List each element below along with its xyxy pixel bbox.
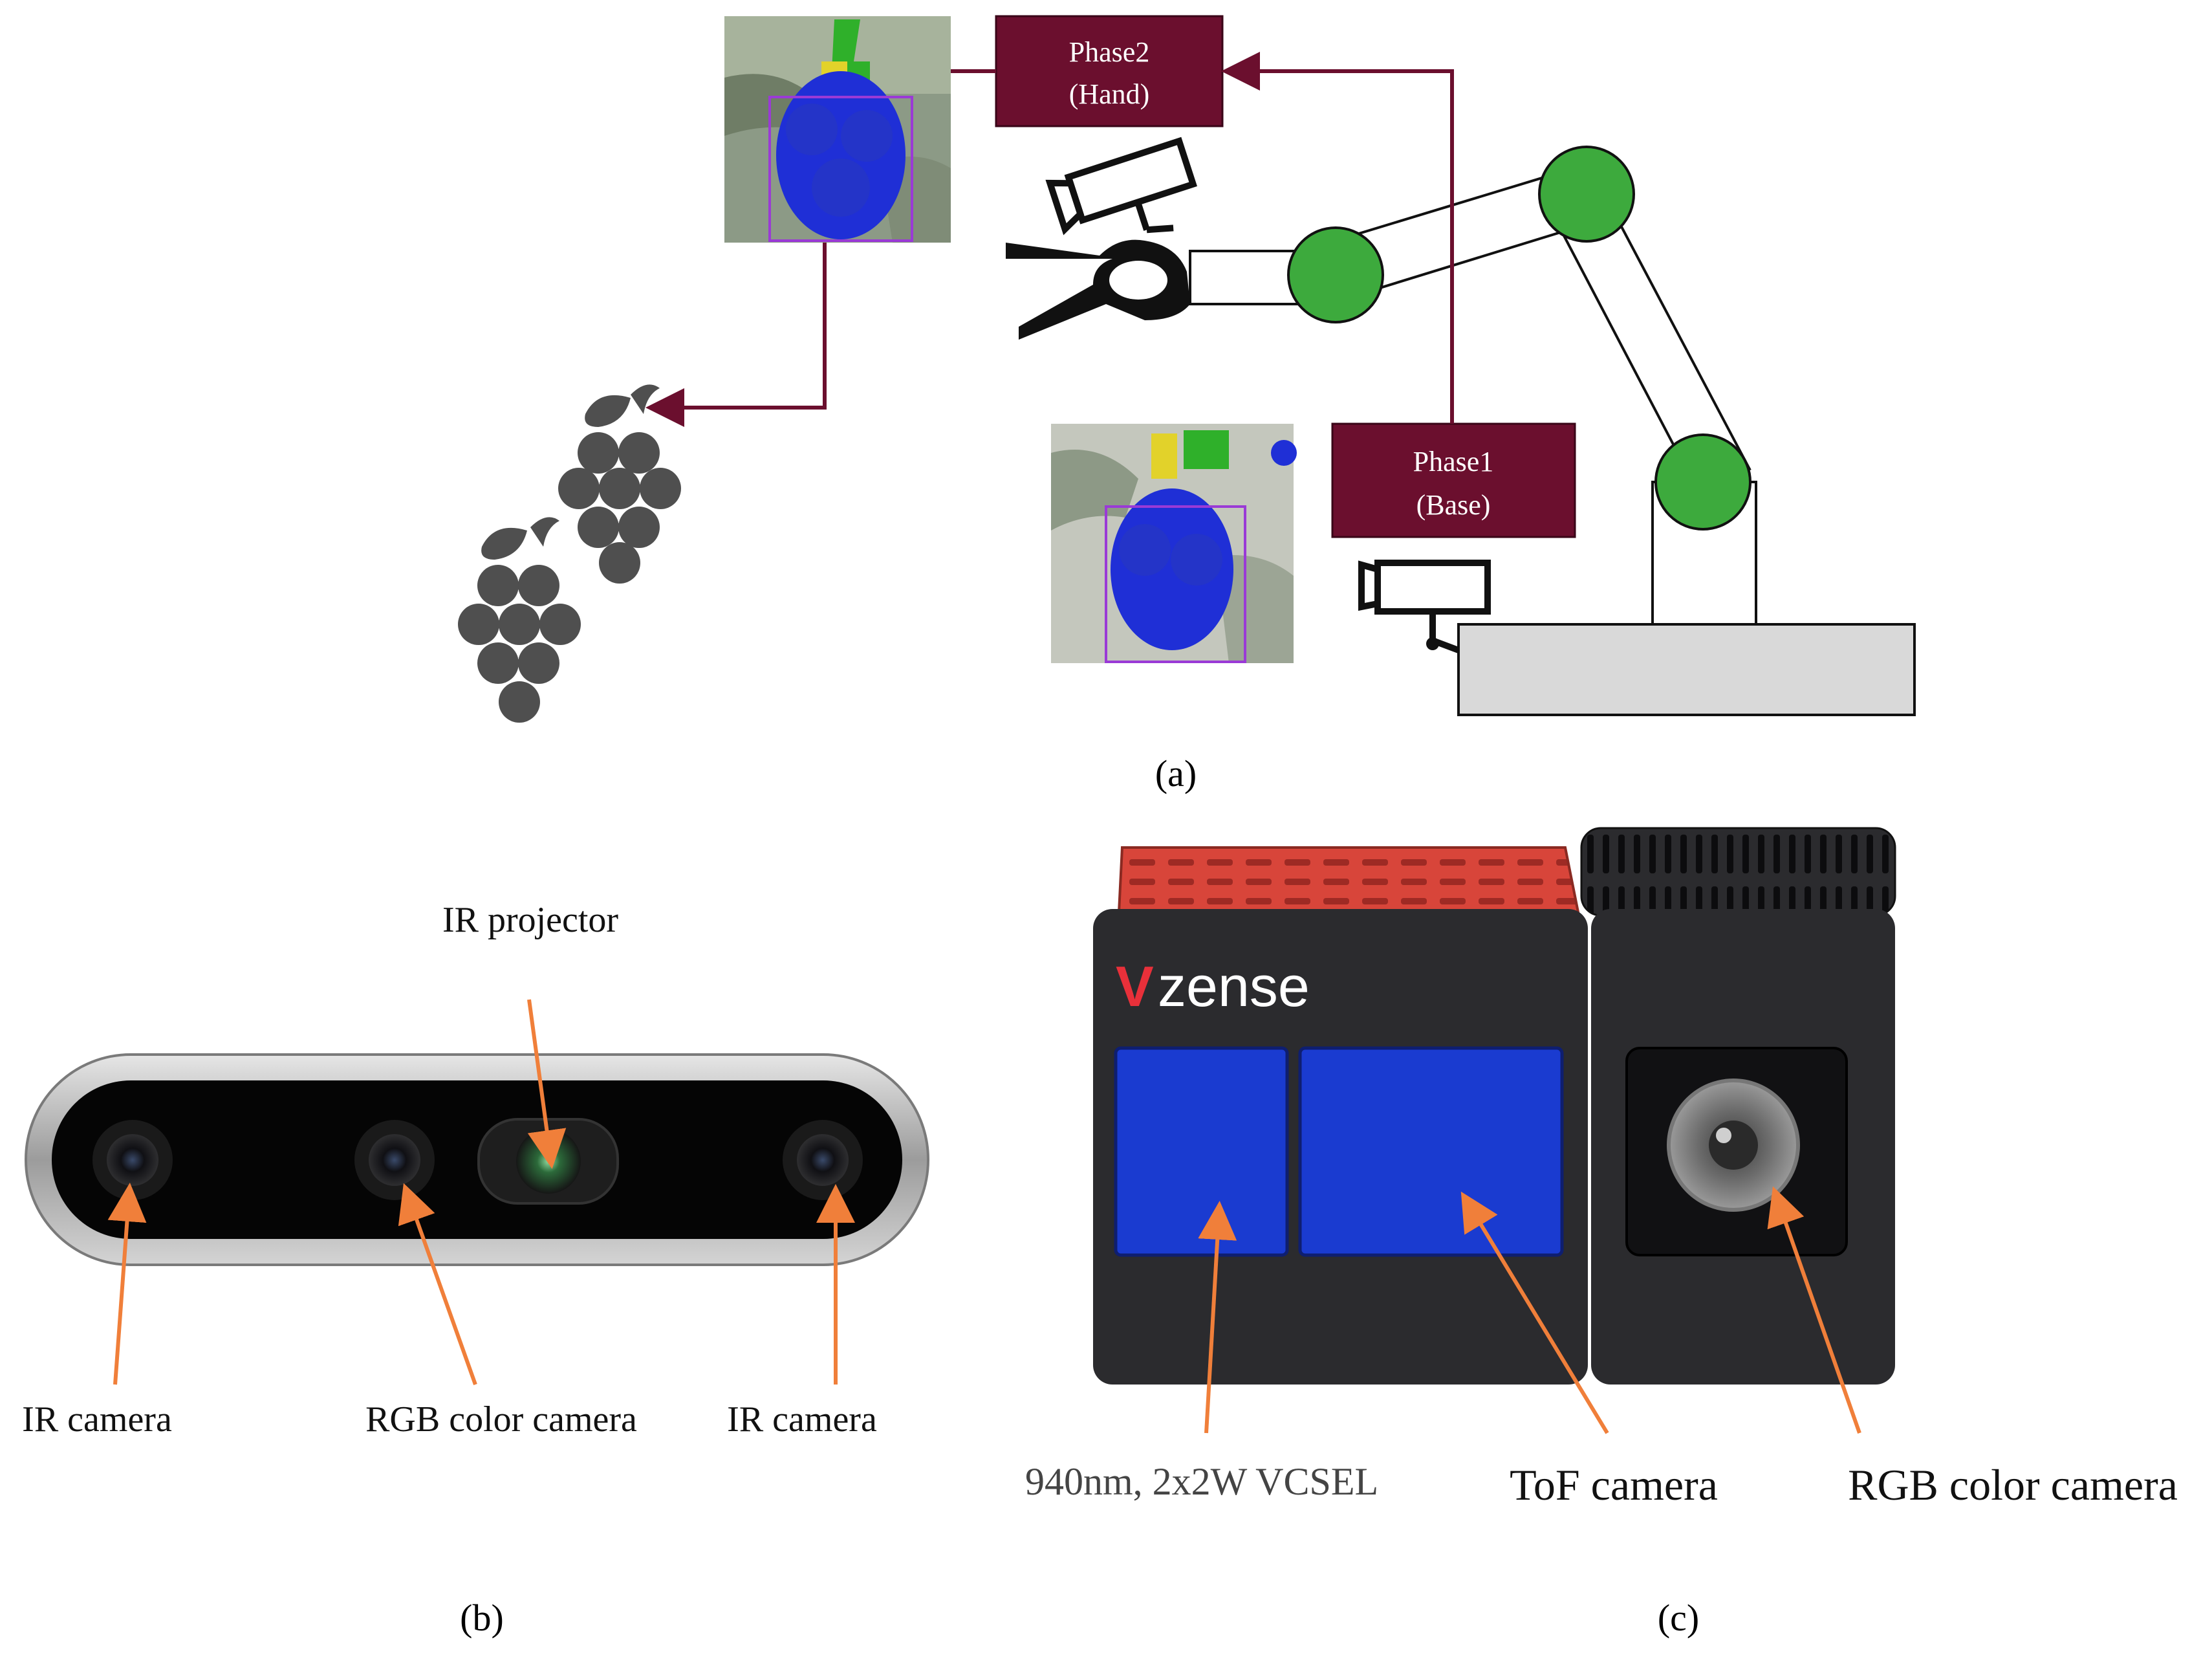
phase1-label: Phase1: [1413, 446, 1494, 477]
tof-camera-label: ToF camera: [1510, 1460, 1718, 1509]
caption-c: (c): [1658, 1597, 1699, 1639]
ir-camera-left-arrow: [107, 1183, 147, 1385]
phase1-box: Phase1 (Base): [1331, 422, 1576, 538]
joint-wrist: [1287, 226, 1384, 323]
rgb-camera-lens: [354, 1120, 435, 1200]
phase2-sublabel: (Hand): [1069, 78, 1150, 110]
phase1-to-phase2-arrow: [1221, 52, 1454, 424]
gripper: [1006, 239, 1190, 340]
rgb-camera-c-arrow: [1767, 1186, 1861, 1434]
vcsel-label: 940nm, 2x2W VCSEL: [1025, 1460, 1378, 1503]
tof-sensor-window: [1298, 1046, 1564, 1257]
panel-c: V zense 940nm, 2x2W VCSEL ToF camera RGB…: [1025, 827, 2178, 1639]
vcsel-arrow: [1198, 1201, 1237, 1434]
vzense-tof-module: V zense: [1093, 846, 1588, 1385]
joint-shoulder: [1654, 433, 1751, 531]
rgb-camera-c-label: RGB color camera: [1848, 1460, 2178, 1509]
base-camera-image: [1051, 424, 1297, 663]
rgb-camera-arrow: [398, 1183, 477, 1386]
phase2-box: Phase2 (Hand): [995, 15, 1224, 127]
ir-camera-left-lens: [92, 1120, 173, 1200]
grape-icon-front: [458, 517, 581, 723]
ir-camera-right-lens: [783, 1120, 863, 1200]
brand-logo-v: V: [1116, 954, 1154, 1018]
grape-icon-back: [558, 384, 681, 584]
brand-logo-text: zense: [1158, 954, 1310, 1018]
caption-a: (a): [1155, 752, 1197, 794]
ir-camera-left-label: IR camera: [22, 1399, 172, 1440]
panel-b: IR projector IR camera RGB color camera …: [22, 900, 929, 1639]
rgb-camera-label: RGB color camera: [365, 1399, 637, 1440]
phase2-label: Phase2: [1069, 36, 1150, 68]
panel-a: Phase2 (Hand) Phase1 (Base): [458, 15, 1916, 794]
tof-camera-arrow: [1460, 1191, 1609, 1434]
ir-camera-right-label: IR camera: [727, 1399, 877, 1440]
robot-base: [1457, 623, 1916, 716]
hand-camera-image: [724, 16, 951, 243]
base-camera-icon: [1358, 560, 1491, 653]
hand-camera-icon: [1045, 137, 1197, 235]
ir-projector-label: IR projector: [442, 900, 618, 940]
vcsel-emitter: [1114, 1046, 1289, 1257]
robot-arm: [1189, 146, 1916, 716]
ir-projector-arrow: [527, 999, 567, 1169]
realsense-camera-body: [25, 1053, 929, 1266]
phase1-sublabel: (Base): [1416, 489, 1491, 521]
image-to-grapes-arrow: [645, 243, 827, 427]
caption-b: (b): [460, 1597, 504, 1639]
joint-elbow: [1538, 146, 1635, 243]
vzense-rgb-module: [1580, 827, 1896, 1385]
